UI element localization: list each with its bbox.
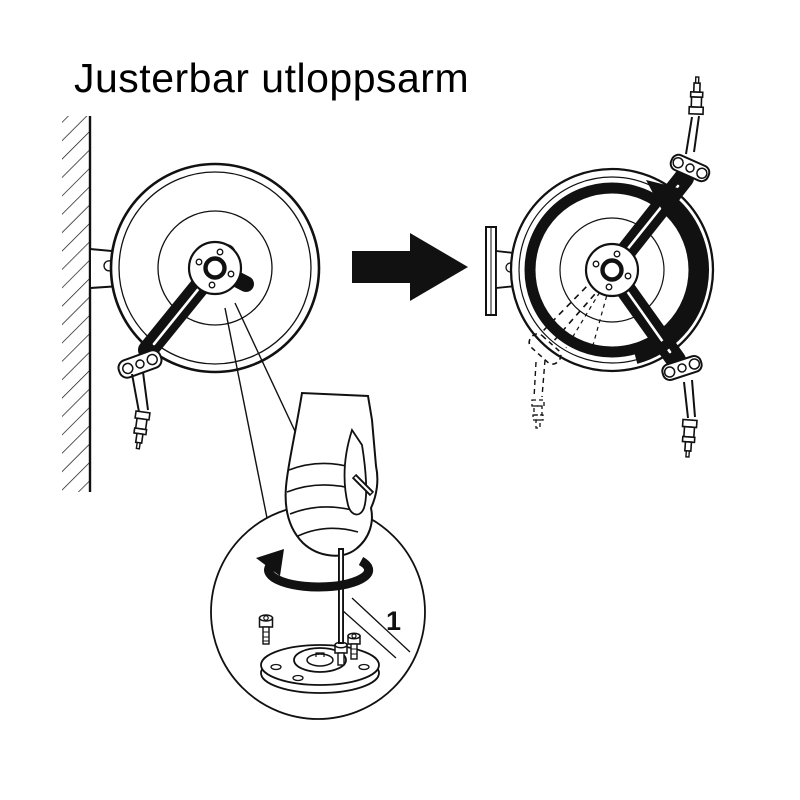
step-number-label: 1	[386, 606, 401, 636]
left-hose-reel	[109, 162, 321, 374]
detail-callout-content: 1	[256, 391, 411, 694]
left-reel-hub	[187, 240, 243, 296]
transition-arrow-icon	[352, 233, 468, 301]
ghost-arm-positions	[528, 271, 614, 429]
hand-illustration	[284, 391, 379, 557]
socket-screw-right	[347, 632, 361, 660]
right-reel-hub	[584, 242, 640, 298]
ghost-hose-fitting	[531, 399, 545, 429]
right-bottom-fitting	[681, 418, 698, 458]
right-top-outlet	[669, 76, 711, 183]
socket-screw-left	[258, 614, 274, 645]
right-top-fitting	[688, 76, 705, 116]
wall-hatching	[62, 116, 92, 492]
rotation-arrow-icon	[634, 180, 709, 364]
hex-key-icon	[338, 473, 375, 644]
page-title: Justerbar utloppsarm	[74, 55, 470, 101]
right-bottom-outlet	[661, 355, 703, 458]
left-hose-outlet	[117, 349, 163, 450]
turn-arrow-icon	[256, 549, 374, 592]
right-wall-plate	[485, 226, 497, 316]
left-hose-fitting	[133, 410, 151, 450]
right-hose-reel	[509, 167, 715, 429]
swivel-base-plate	[260, 644, 380, 694]
